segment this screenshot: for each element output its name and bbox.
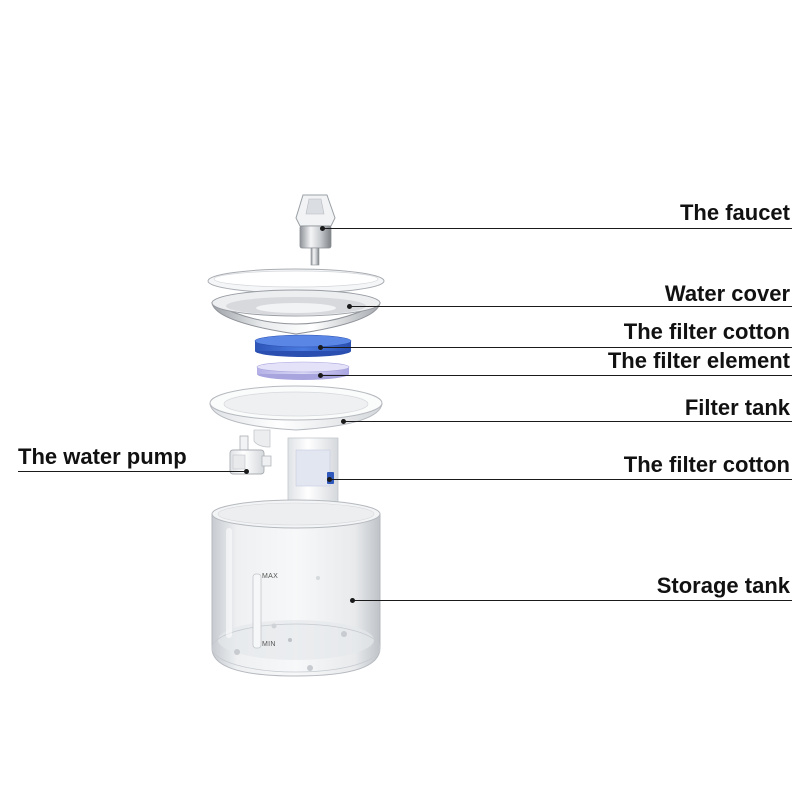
label-filter-cotton-top: The filter cotton	[623, 319, 790, 344]
label-filter-element: The filter element	[607, 348, 790, 373]
leader-dot-filter-cotton-top	[317, 344, 323, 350]
leader-line-filter-tank	[343, 421, 792, 422]
label-water-cover: Water cover	[664, 281, 790, 306]
storage-tank-part	[211, 499, 381, 677]
leader-line-faucet	[322, 228, 792, 229]
label-water-pump: The water pump	[18, 444, 187, 469]
label-filter-cotton-lower: The filter cotton	[623, 452, 790, 477]
label-faucet: The faucet	[679, 200, 790, 225]
leader-dot-filter-tank	[340, 418, 346, 424]
leader-dot-water-cover	[346, 303, 352, 309]
filter-cotton-disc	[254, 334, 352, 357]
leader-line-filter-cotton-top	[320, 347, 792, 348]
leader-line-storage-tank	[352, 600, 792, 601]
water-cover-part	[211, 289, 381, 335]
leader-line-filter-element	[320, 375, 792, 376]
leader-line-water-pump	[18, 471, 246, 472]
leader-dot-filter-cotton-lower	[326, 476, 332, 482]
faucet-part	[295, 194, 336, 266]
label-filter-tank: Filter tank	[684, 395, 790, 420]
gauge-max-text: MAX	[262, 573, 279, 580]
leader-line-filter-cotton-lower	[329, 479, 792, 480]
filter-element-disc	[256, 361, 350, 380]
leader-line-water-cover	[349, 306, 792, 307]
leader-dot-storage-tank	[349, 597, 355, 603]
gauge-min-text: MIN	[262, 641, 276, 648]
label-storage-tank: Storage tank	[656, 573, 790, 598]
leader-dot-water-pump	[243, 468, 249, 474]
water-pump-part	[229, 435, 272, 475]
leader-dot-faucet	[319, 225, 325, 231]
leader-dot-filter-element	[317, 372, 323, 378]
top-lid-part	[207, 268, 385, 294]
